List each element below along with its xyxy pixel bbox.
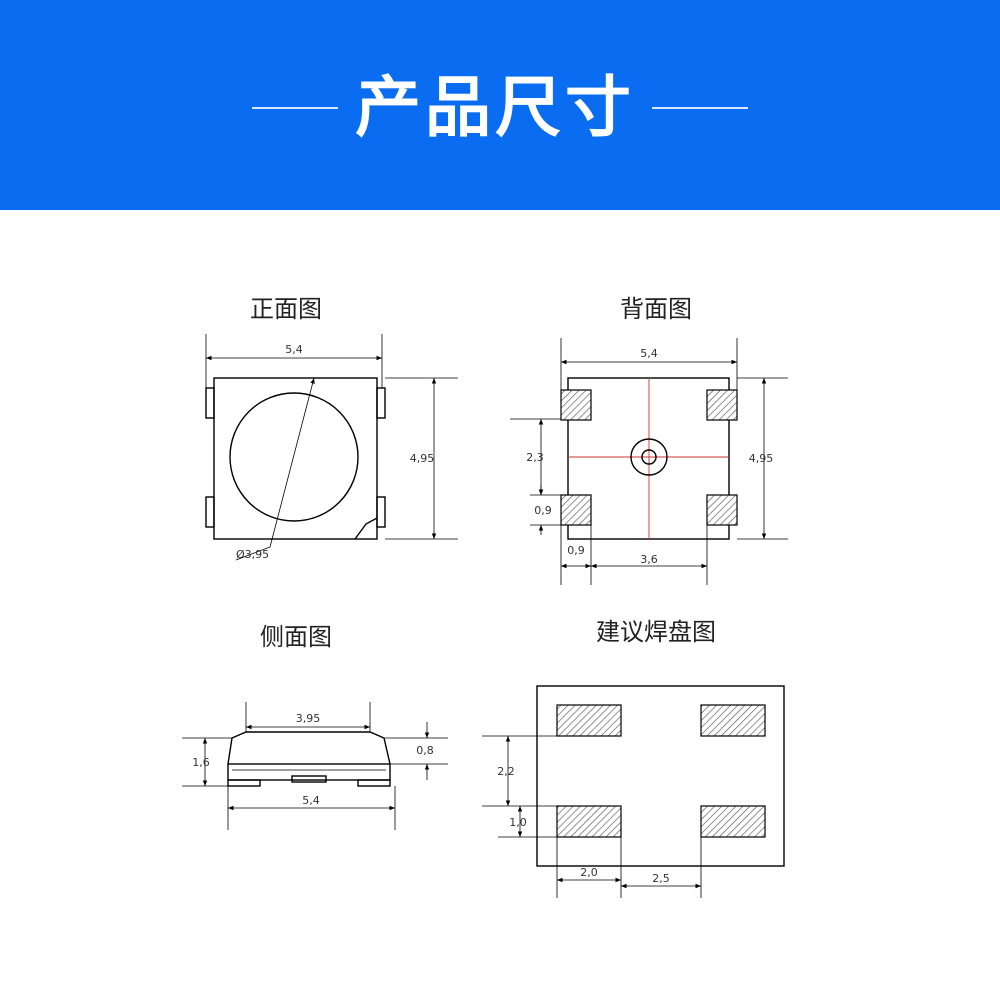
back-pad	[560, 494, 592, 526]
front-tab	[205, 387, 215, 419]
solder-pad	[556, 704, 622, 737]
side-foot	[357, 779, 391, 787]
side-foot	[291, 775, 327, 783]
side-total-width-label: 5,4	[302, 794, 320, 807]
back-pad-pitch-v-label: 2,3	[526, 451, 544, 464]
front-tab	[205, 496, 215, 528]
side-foot	[227, 779, 261, 787]
back-pad-size-h-label: 0,9	[567, 544, 585, 557]
solder-pad	[700, 805, 766, 838]
back-pad	[560, 389, 592, 421]
front-diameter-leader	[269, 377, 315, 548]
pad-layout-board	[536, 685, 785, 867]
front-tab	[376, 496, 386, 528]
pad-gap-h-label: 2,5	[652, 872, 670, 885]
back-pad-size-v-label: 0,9	[534, 504, 552, 517]
side-lens-width-label: 3,95	[296, 712, 321, 725]
page-title: 产品尺寸	[355, 69, 635, 146]
back-width-label: 5,4	[640, 347, 658, 360]
front-lens-circle	[229, 392, 359, 522]
pad-height-label: 1,0	[509, 816, 527, 829]
pad-layout-view: 建议焊盘图 2,2 1,0 2,0 2,5	[482, 618, 785, 898]
front-diameter-label: Ø3,95	[236, 548, 269, 561]
side-lens-top	[231, 731, 385, 739]
title-decor-line-right	[652, 107, 748, 109]
back-view: 背面图 5,4 4,95 2,3 0,9	[510, 295, 788, 585]
back-height-label: 4,95	[749, 452, 774, 465]
title-decor-line-left	[252, 107, 338, 109]
front-view-title: 正面图	[250, 295, 322, 323]
front-body-outline	[213, 377, 378, 540]
front-diameter-leader-tail	[235, 546, 271, 561]
back-body-outline	[567, 377, 730, 540]
side-body	[227, 763, 391, 781]
back-view-title: 背面图	[620, 295, 692, 323]
pad-width-label: 2,0	[580, 866, 598, 879]
back-pad-pitch-h-label: 3,6	[640, 553, 658, 566]
side-lens-walls	[227, 737, 391, 765]
side-view: 侧面图 3,95 1,6 0,8 5,4	[182, 623, 448, 830]
front-width-label: 5,4	[285, 343, 303, 356]
side-body-height-label: 1,6	[192, 756, 210, 769]
front-height-label: 4,95	[410, 452, 435, 465]
front-polarity-chamfer	[354, 517, 378, 540]
back-center-ring-inner	[641, 449, 657, 465]
solder-pad	[700, 704, 766, 737]
back-pad	[706, 389, 738, 421]
side-view-title: 侧面图	[260, 623, 332, 651]
front-view: 正面图 Ø3,95 5,4 4,95	[205, 295, 458, 561]
front-tab	[376, 387, 386, 419]
header-banner: 产品尺寸	[0, 0, 1000, 210]
pad-layout-title: 建议焊盘图	[596, 618, 716, 646]
back-pad	[706, 494, 738, 526]
side-lens-height-label: 0,8	[416, 744, 434, 757]
back-center-ring-outer	[630, 438, 668, 476]
pad-gap-v-label: 2,2	[497, 765, 515, 778]
solder-pad	[556, 805, 622, 838]
